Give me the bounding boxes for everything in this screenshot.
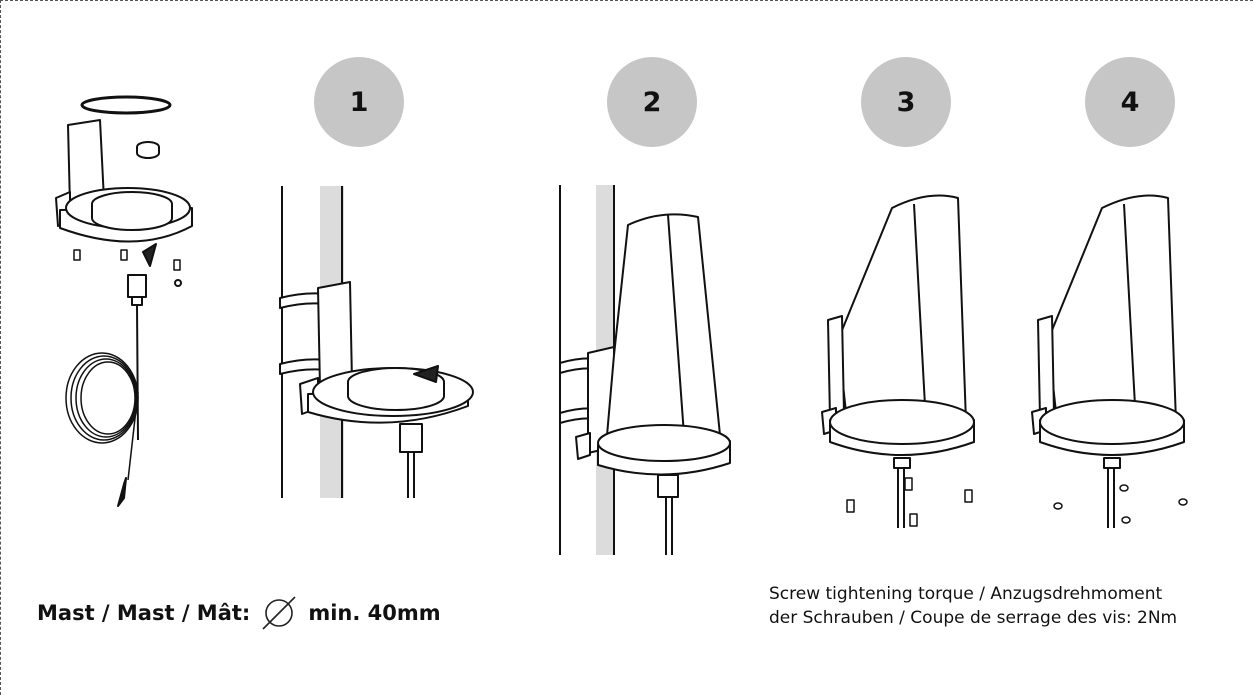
torque-note: Screw tightening torque / Anzugsdrehmome… [769, 582, 1249, 630]
step-2-badge: 2 [607, 57, 697, 147]
step-1-number: 1 [349, 86, 369, 118]
step-3-badge: 3 [861, 57, 951, 147]
step-4-badge: 4 [1085, 57, 1175, 147]
step-3-illustration [821, 194, 975, 528]
step-2-number: 2 [642, 86, 662, 118]
mast-spec-label: Mast / Mast / Mât: [37, 601, 251, 625]
step-3-number: 3 [896, 86, 916, 118]
step-1-illustration [279, 186, 474, 498]
mast-spec: Mast / Mast / Mât: min. 40mm [37, 593, 441, 633]
torque-note-line-2: der Schrauben / Coupe de serrage des vis… [769, 608, 1178, 628]
step-4-number: 4 [1120, 86, 1140, 118]
step-4-illustration [1031, 194, 1188, 528]
diameter-icon [262, 596, 296, 630]
step-1-badge: 1 [314, 57, 404, 147]
parts-exploded-illustration [55, 95, 193, 507]
torque-note-line-1: Screw tightening torque / Anzugsdrehmome… [769, 584, 1163, 604]
mast-spec-value: min. 40mm [308, 601, 441, 625]
step-2-illustration [559, 185, 731, 555]
